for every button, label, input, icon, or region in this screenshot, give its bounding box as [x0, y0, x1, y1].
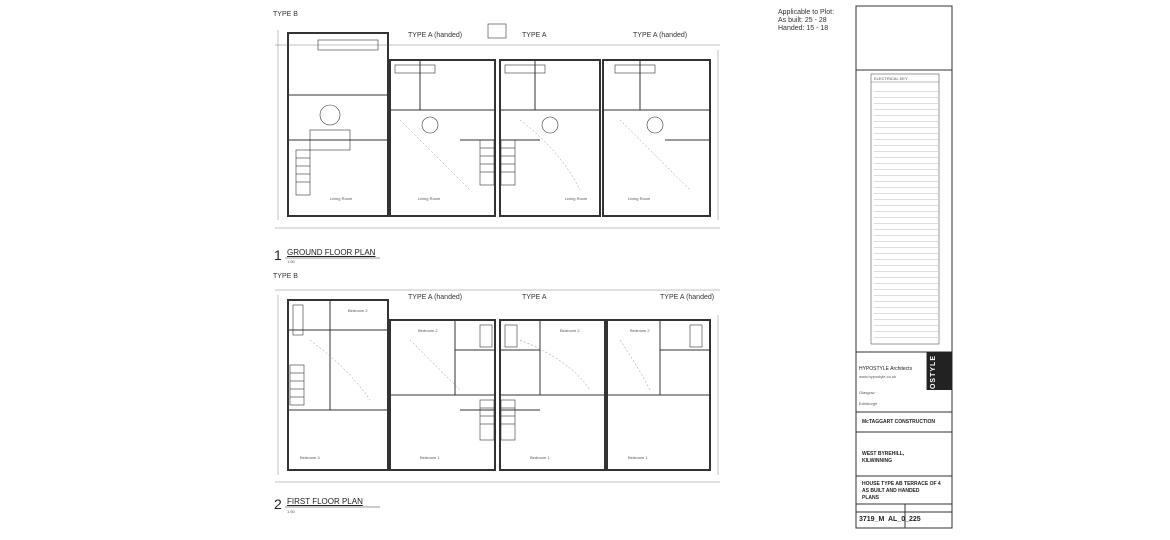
applicable-line-1: Applicable to Plot: [778, 9, 835, 16]
architects-name: HYPOSTYLE Architects [859, 366, 913, 372]
room-label-living: Living Room [628, 196, 651, 201]
first-plan-number: 2 [274, 496, 282, 512]
drawing-title-1: HOUSE TYPE AB TERRACE OF 4 [862, 481, 941, 487]
drawing-reference: AL_0_225 [888, 516, 921, 523]
ground-plan-title: GROUND FLOOR PLAN [287, 248, 376, 257]
room-label-living: Living Room [565, 196, 588, 201]
applicable-note: Applicable to Plot: As built: 25 - 28 Ha… [778, 9, 834, 33]
applicable-line-3: Handed: 15 - 18 [778, 25, 829, 32]
first-plan-scale: 1:50 [287, 509, 295, 514]
ground-type-3: TYPE A [522, 32, 547, 39]
office-glasgow: Glasgow [859, 390, 875, 395]
ground-plan-scale: 1:50 [287, 259, 295, 264]
ground-type-1: TYPE B [273, 11, 298, 18]
electrical-key-title: ELECTRICAL KEY [874, 76, 908, 81]
office-edinburgh: Edinburgh [859, 401, 878, 406]
project-line-1: WEST BYREHILL, [862, 451, 905, 457]
ground-type-2: TYPE A (handed) [408, 32, 463, 39]
room-label-bed3: Bedroom 3 [300, 455, 320, 460]
first-type-3: TYPE A [522, 294, 547, 301]
room-label-bed2: Bedroom 2 [348, 308, 368, 313]
room-label-bed1: Bedroom 1 [530, 455, 550, 460]
client-name: McTAGGART CONSTRUCTION [862, 419, 935, 425]
room-label-bed2: Bedroom 2 [630, 328, 650, 333]
first-type-4: TYPE A (handed) [660, 294, 715, 301]
architects-web: www.hypostyle.co.uk [859, 374, 897, 379]
room-label-bed2: Bedroom 2 [418, 328, 438, 333]
first-type-2: TYPE A (handed) [408, 294, 463, 301]
room-label-living: Living Room [418, 196, 441, 201]
applicable-line-2: As built: 25 - 28 [778, 17, 827, 24]
project-line-2: KILWINNING [862, 458, 892, 464]
room-label-living: Living Room [330, 196, 353, 201]
first-plan-title: FIRST FLOOR PLAN [287, 497, 363, 506]
drawing-title-3: PLANS [862, 495, 879, 501]
drawing-number: 3719_M [859, 516, 885, 523]
ground-plan-number: 1 [274, 247, 282, 263]
room-label-bed2: Bedroom 2 [560, 328, 580, 333]
room-label-bed1: Bedroom 1 [420, 455, 440, 460]
brand-logo: HYPOSTYLE [930, 355, 937, 407]
first-type-1: TYPE B [273, 273, 298, 280]
drawing-title-2: AS BUILT AND HANDED [862, 488, 920, 494]
electrical-key-list [874, 86, 938, 341]
ground-type-4: TYPE A (handed) [633, 32, 688, 39]
room-label-bed1: Bedroom 1 [628, 455, 648, 460]
